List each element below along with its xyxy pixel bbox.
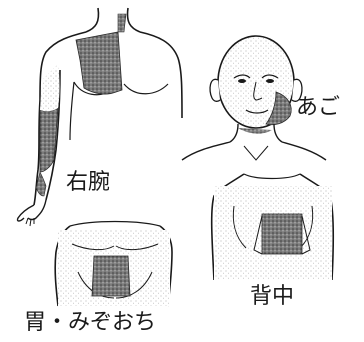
label-right-arm: 右腕 — [66, 172, 110, 194]
figure-stomach — [55, 222, 172, 307]
label-jaw: あご — [296, 97, 340, 119]
figure-back — [212, 174, 334, 280]
label-stomach: 胃・みぞおち — [24, 312, 156, 334]
label-back: 背中 — [250, 286, 294, 308]
